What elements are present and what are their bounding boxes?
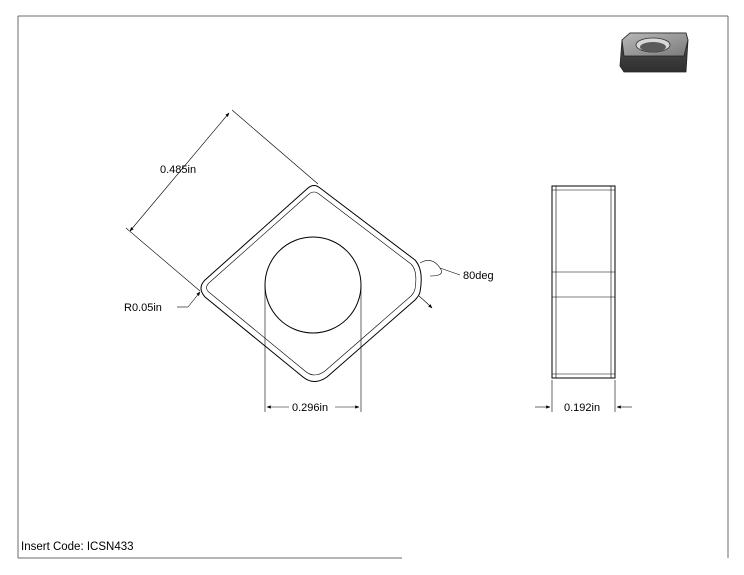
sheet-border bbox=[17, 15, 729, 559]
center-hole bbox=[264, 236, 362, 334]
dim-length-label: 0.485in bbox=[160, 164, 196, 176]
dimension-hole: 0.296in bbox=[264, 285, 362, 414]
dim-hole-label: 0.296in bbox=[292, 402, 328, 414]
dimension-angle: 80deg bbox=[418, 260, 494, 309]
dimension-radius: R0.05in bbox=[124, 291, 201, 314]
insert-side-view bbox=[551, 185, 616, 379]
isometric-view bbox=[619, 32, 689, 73]
dimension-length: 0.485in bbox=[125, 109, 319, 292]
insert-top-view bbox=[200, 185, 422, 382]
dim-thickness-label: 0.192in bbox=[564, 402, 600, 414]
insert-chamfer bbox=[206, 191, 417, 376]
insert-code-label: Insert Code: ICSN433 bbox=[21, 541, 134, 553]
dimension-thickness: 0.192in bbox=[535, 380, 632, 414]
insert-outline bbox=[200, 185, 422, 382]
dim-angle-label: 80deg bbox=[463, 270, 494, 282]
dim-radius-label: R0.05in bbox=[124, 302, 162, 314]
